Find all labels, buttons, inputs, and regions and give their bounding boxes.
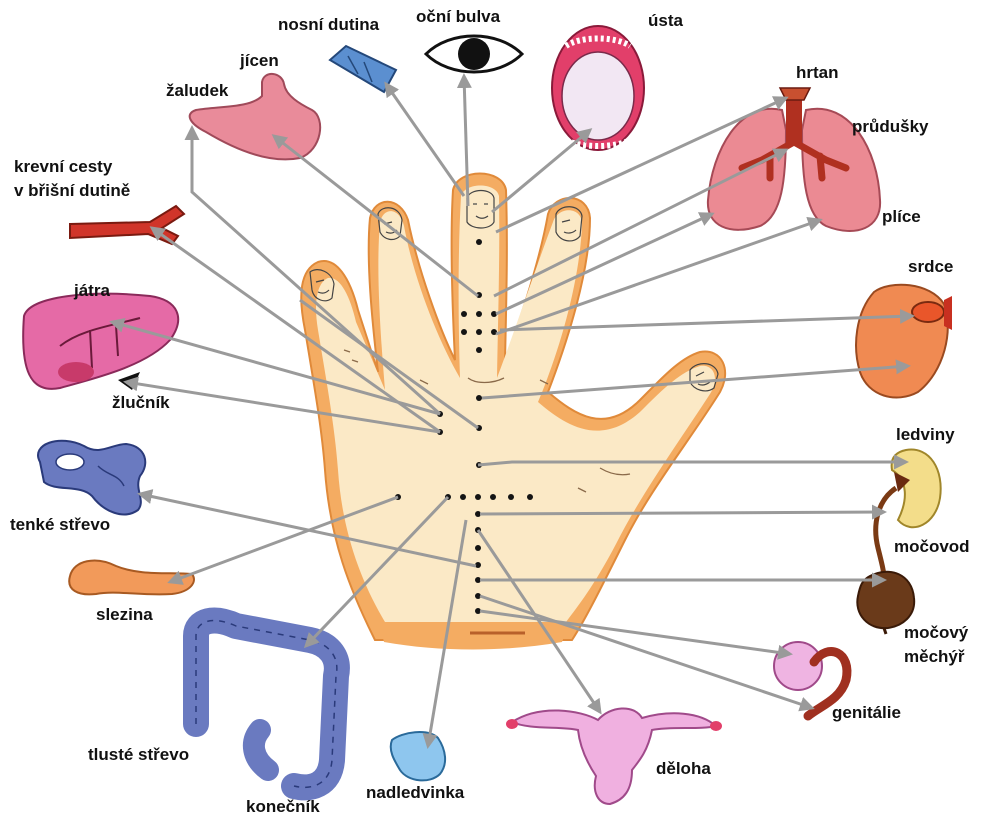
label-gallbladder: žlučník bbox=[112, 393, 170, 412]
uterus-organ bbox=[506, 708, 722, 804]
label-mouth: ústa bbox=[648, 11, 684, 30]
label-adrenal-gland: nadledvinka bbox=[366, 783, 465, 802]
label-heart: srdce bbox=[908, 257, 953, 276]
label-stomach: žaludek bbox=[166, 81, 229, 100]
reflex-point bbox=[527, 494, 533, 500]
label-larynx: hrtan bbox=[796, 63, 839, 82]
reflex-point bbox=[461, 311, 467, 317]
label-small-intestine: tenké střevo bbox=[10, 515, 110, 534]
label-kidneys: ledviny bbox=[896, 425, 955, 444]
lungs-organ bbox=[708, 88, 880, 231]
label-nasal-cavity: nosní dutina bbox=[278, 15, 380, 34]
ureter-organ bbox=[876, 488, 896, 578]
large-intestine-organ bbox=[196, 621, 337, 788]
hand bbox=[301, 174, 725, 650]
label-large-intestine: tlusté střevo bbox=[88, 745, 189, 764]
small-intestine-organ bbox=[38, 441, 145, 515]
reflex-point bbox=[476, 239, 482, 245]
label-liver: játra bbox=[73, 281, 110, 300]
label-eyeball: oční bulva bbox=[416, 7, 501, 26]
label-blood-vessels-line1: krevní cesty bbox=[14, 157, 113, 176]
label-uterus: děloha bbox=[656, 759, 711, 778]
reflex-point bbox=[475, 545, 481, 551]
label-ureter: močovod bbox=[894, 537, 970, 556]
label-genitals: genitálie bbox=[832, 703, 901, 722]
spleen-organ bbox=[69, 561, 194, 595]
reflex-point bbox=[476, 395, 482, 401]
reflex-point bbox=[476, 347, 482, 353]
liver-organ bbox=[23, 294, 178, 389]
eyeball-organ bbox=[426, 36, 522, 72]
arrow-genitals-2 bbox=[480, 596, 812, 708]
label-esophagus: jícen bbox=[239, 51, 279, 70]
reflex-point bbox=[475, 494, 481, 500]
reflex-point bbox=[490, 494, 496, 500]
label-bladder-line1: močový bbox=[904, 623, 969, 642]
heart-organ bbox=[856, 285, 952, 398]
label-spleen: slezina bbox=[96, 605, 153, 624]
reflex-point bbox=[460, 494, 466, 500]
arrow-ureter bbox=[480, 512, 884, 514]
reflex-point bbox=[461, 329, 467, 335]
reflex-point bbox=[476, 329, 482, 335]
label-blood-vessels-line2: v břišní dutině bbox=[14, 181, 130, 200]
reflex-point bbox=[508, 494, 514, 500]
label-lungs: plíce bbox=[882, 207, 921, 226]
reflex-point bbox=[476, 311, 482, 317]
label-bronchi: průdušky bbox=[852, 117, 929, 136]
adrenal-gland-organ bbox=[391, 732, 445, 780]
arrow-nasal-cavity bbox=[386, 84, 464, 196]
label-rectum: konečník bbox=[246, 797, 320, 816]
mouth-organ bbox=[552, 26, 644, 150]
arrow-lungs bbox=[496, 214, 712, 314]
label-bladder-line2: měchýř bbox=[904, 647, 965, 666]
